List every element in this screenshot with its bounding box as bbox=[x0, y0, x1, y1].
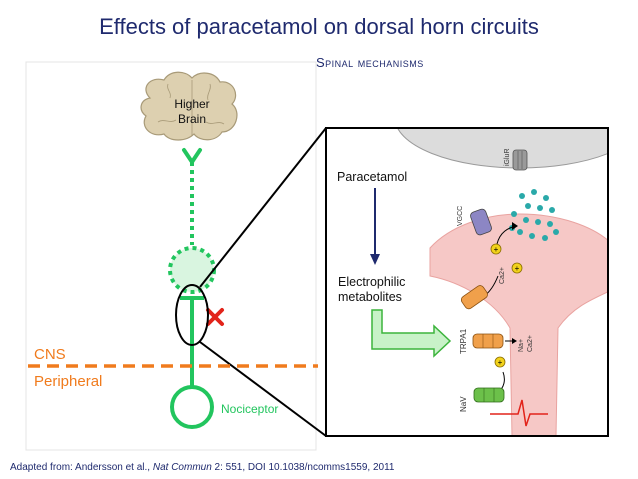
glutamate-dots bbox=[509, 189, 559, 241]
green-arrow-icon bbox=[371, 309, 452, 358]
svg-text:+: + bbox=[515, 264, 520, 273]
vgcc-channel bbox=[470, 208, 492, 236]
brain-label-line2: Brain bbox=[178, 112, 206, 126]
descending-pathway bbox=[168, 148, 216, 294]
caption-suffix: 2: 551, DOI 10.1038/ncomms1559, 2011 bbox=[211, 462, 395, 473]
glur-label: iGluR bbox=[504, 148, 511, 166]
zoom-ellipse bbox=[175, 284, 209, 346]
plus-badge-1: + bbox=[490, 243, 502, 255]
na-label: Na+ bbox=[518, 339, 525, 352]
left-panel-frame bbox=[25, 61, 317, 451]
brain-label-line1: Higher bbox=[174, 97, 209, 111]
action-potential-trace bbox=[490, 399, 548, 427]
brain-icon bbox=[140, 71, 238, 141]
ca-label-top: Ca2+ bbox=[499, 267, 506, 284]
zoom-connector-top bbox=[199, 127, 327, 288]
section-subtitle: Spinal mechanisms bbox=[316, 55, 424, 70]
glur-receptor bbox=[512, 149, 528, 171]
ca-label-lower: Ca2+ bbox=[527, 335, 534, 352]
svg-text:+: + bbox=[494, 245, 499, 254]
plus-badge-2: + bbox=[511, 262, 523, 274]
electrophilic-label-line1: Electrophilic bbox=[338, 275, 405, 289]
nav-channel bbox=[473, 387, 505, 403]
caption-prefix: Adapted from: Andersson et al., bbox=[10, 462, 153, 473]
paracetamol-label: Paracetamol bbox=[337, 170, 407, 184]
trpa1-channel-upper bbox=[460, 285, 488, 310]
nav-label: NaV bbox=[459, 396, 468, 412]
down-arrow-icon bbox=[370, 254, 380, 265]
peripheral-label: Peripheral bbox=[34, 373, 102, 390]
nociceptor-label: Nociceptor bbox=[221, 402, 278, 416]
svg-text:+: + bbox=[498, 358, 503, 367]
inhibition-x-icon bbox=[206, 308, 224, 326]
trpa1-label: TRPA1 bbox=[459, 328, 468, 354]
plus-badge-3: + bbox=[494, 356, 506, 368]
vgcc-label: VGCC bbox=[457, 206, 464, 226]
nociceptor-neuron bbox=[170, 296, 214, 429]
zoom-panel-frame bbox=[325, 127, 609, 437]
trpa1-channel bbox=[472, 333, 504, 349]
spinal-zoom-panel: iGluR VGCC + + + Ca2+ bbox=[326, 128, 608, 436]
zoom-connector-bottom bbox=[199, 341, 327, 437]
source-caption: Adapted from: Andersson et al., Nat Comm… bbox=[10, 462, 395, 473]
electrophilic-label-line2: metabolites bbox=[338, 290, 402, 304]
page-title: Effects of paracetamol on dorsal horn ci… bbox=[99, 14, 539, 39]
caption-journal: Nat Commun bbox=[152, 462, 212, 473]
cns-label: CNS bbox=[34, 346, 66, 363]
